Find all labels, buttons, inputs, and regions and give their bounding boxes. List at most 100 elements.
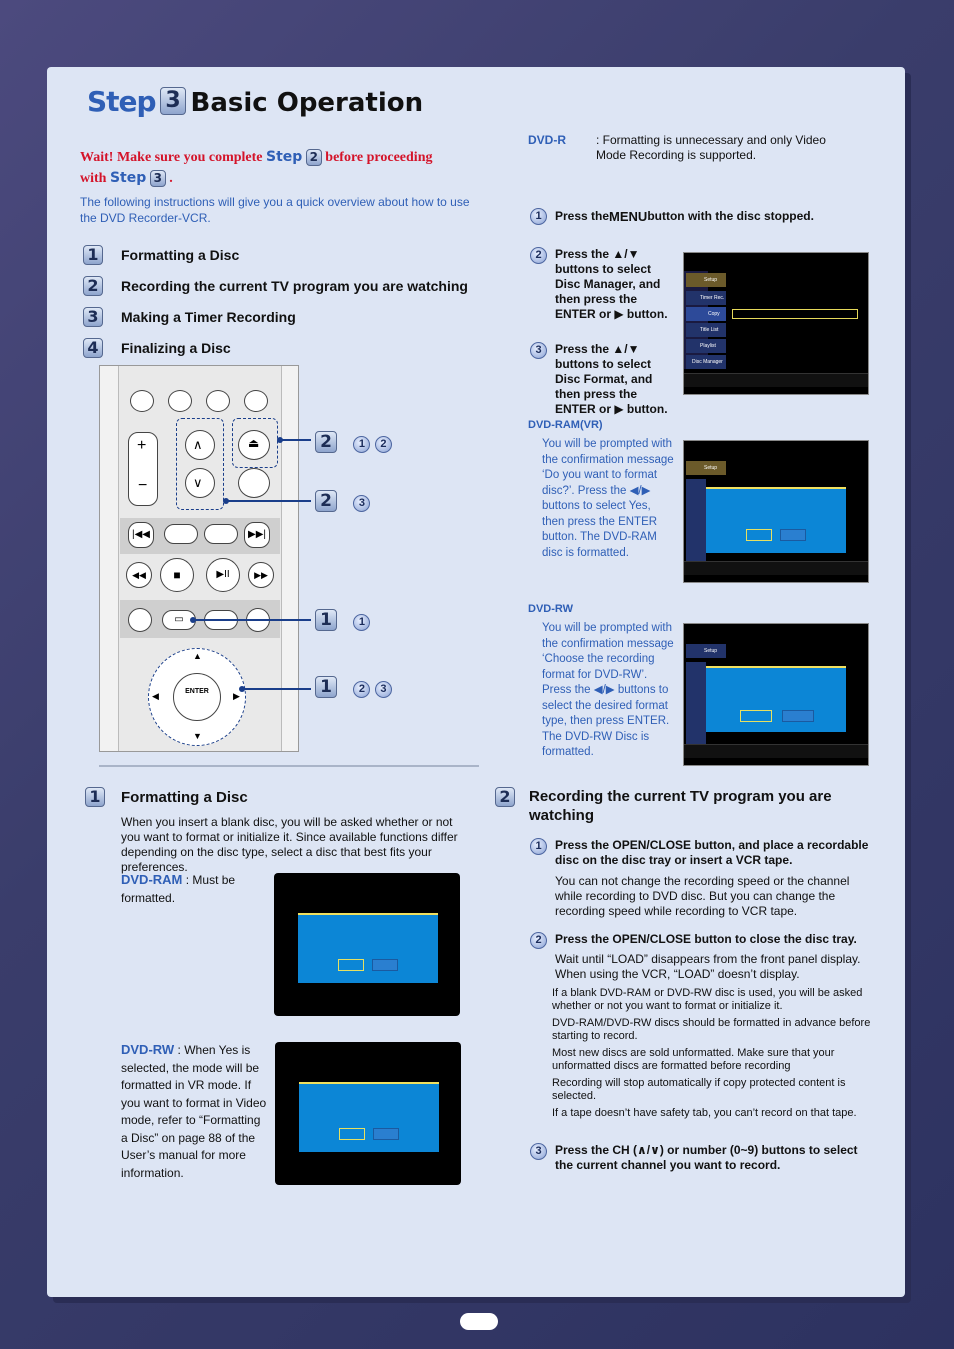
note-item: If a blank DVD-RAM or DVD-RW disc is use… <box>552 987 863 1012</box>
remote-volume-rocker: + − <box>128 432 158 506</box>
osd-sidebar <box>686 479 706 561</box>
step-num-2: 2 <box>530 247 547 264</box>
callout-group: 1 1 <box>315 609 371 631</box>
open-close-highlight <box>232 418 278 468</box>
osd-confirm-dialog <box>706 487 846 553</box>
remote-button <box>244 390 268 412</box>
remote-button <box>238 468 270 498</box>
no-button <box>372 959 398 971</box>
osd-menu-item: Copy <box>686 307 726 321</box>
osd-setup-label: Setup <box>686 461 726 475</box>
note-item: Recording will stop automatically if cop… <box>552 1077 846 1102</box>
osd-menu-item: Playlist <box>686 339 726 353</box>
dvdrw-right-tag: DVD-RW <box>528 603 574 615</box>
section1-title: Formatting a Disc <box>121 788 248 806</box>
callout-dot <box>223 498 229 504</box>
dvdrw-tag: DVD-RW <box>121 1042 175 1057</box>
callout-line <box>194 619 311 621</box>
rewind-icon: ◀◀ <box>126 562 152 588</box>
right-step-1: 1 Press the MENU button with the disc st… <box>530 208 860 225</box>
osd-disc-manager: Setup Timer Rec. Copy Title List Playlis… <box>683 252 869 395</box>
callout-dot <box>190 617 196 623</box>
dvdram-tag: DVD-RAM <box>121 872 183 887</box>
step-num-1: 1 <box>530 838 547 855</box>
osd-setup-label: Setup <box>686 273 726 287</box>
callout-small-num: 3 <box>374 681 392 698</box>
dvdr-text: : Formatting is unnecessary and only Vid… <box>596 133 826 162</box>
sec2-step-3: 3 Press the CH (∧/∨) or number (0~9) but… <box>530 1143 860 1173</box>
intro-text: The following instructions will give you… <box>80 195 470 225</box>
remote-button <box>206 390 230 412</box>
arrow-down-icon: ▼ <box>193 731 202 741</box>
callout-dot <box>239 686 245 692</box>
vr-mode-button <box>740 710 772 722</box>
topic-item: 4 Finalizing a Disc <box>83 332 483 363</box>
callout-small-num: 1 <box>353 436 371 453</box>
step-number: 3 <box>160 87 187 115</box>
callout-big-num: 1 <box>315 609 337 631</box>
ch-down-button: ∨ <box>185 468 215 498</box>
fast-forward-icon: ▶▶ <box>248 562 274 588</box>
note-item: DVD-RAM/DVD-RW discs should be formatted… <box>552 1017 871 1042</box>
video-mode-button <box>782 710 814 722</box>
topic-label: Making a Timer Recording <box>121 308 296 325</box>
wait-step-word: Step <box>266 149 303 165</box>
page-title: Basic Operation <box>190 88 424 118</box>
wait-text-2: before proceeding <box>325 150 433 165</box>
dvdr-note: DVD-R : Formatting is unnecessary and on… <box>528 133 858 163</box>
page-panel: Step 3 Basic Operation Wait! Make sure y… <box>47 67 905 1330</box>
note-item: Most new discs are sold unformatted. Mak… <box>552 1047 835 1072</box>
step-num-3: 3 <box>530 342 547 359</box>
right-step-3: 3 Press the ▲/▼ buttons to select Disc F… <box>530 342 670 417</box>
arrow-up-icon: ▲ <box>193 651 202 661</box>
topic-item: 3 Making a Timer Recording <box>83 301 483 332</box>
wait-step-word-2: Step <box>109 170 147 186</box>
step1-text-a: Press the <box>555 209 610 223</box>
arrow-right-icon: ▶ <box>233 691 240 701</box>
topic-item: 2 Recording the current TV program you a… <box>83 270 483 301</box>
callout-small-num: 3 <box>353 495 371 512</box>
callout-dot <box>277 437 283 443</box>
section1-num: 1 <box>85 787 105 807</box>
callout-small-num: 2 <box>353 681 371 698</box>
wait-text-3: with <box>80 171 107 186</box>
step-num-3: 3 <box>530 1143 547 1160</box>
osd-footer <box>684 561 868 575</box>
plus-icon: + <box>137 437 147 454</box>
topic-num: 3 <box>83 306 103 327</box>
callout-big-num: 2 <box>315 431 337 453</box>
topic-num: 4 <box>83 337 103 358</box>
callout-small-num: 1 <box>353 614 371 631</box>
skip-forward-icon: ▶▶| <box>244 522 270 548</box>
callout-small-num: 2 <box>374 436 392 453</box>
osd-format-ram: Setup <box>683 440 869 583</box>
step2-text: Press the ▲/▼ buttons to select Disc Man… <box>555 247 668 321</box>
wait-step-num: 2 <box>305 149 322 166</box>
topic-list: 1 Formatting a Disc 2 Recording the curr… <box>83 239 483 363</box>
yes-button <box>338 959 364 971</box>
callout-line <box>227 500 311 502</box>
dvdrw-screen <box>275 1042 461 1185</box>
format-dialog <box>299 1082 439 1152</box>
callout-big-num: 2 <box>315 490 337 512</box>
topic-label: Recording the current TV program you are… <box>121 277 468 294</box>
skip-back-icon: |◀◀ <box>128 522 154 548</box>
section1-header: 1 Formatting a Disc <box>85 787 248 807</box>
sec2-step1-note: You can not change the recording speed o… <box>555 874 850 918</box>
page-header: Step 3 Basic Operation <box>87 85 423 118</box>
topic-label: Finalizing a Disc <box>121 339 231 356</box>
eject-icon: ⏏ <box>248 436 260 450</box>
osd-selected-row <box>732 309 858 319</box>
play-pause-icon: ▶II <box>206 558 240 592</box>
dvdramvr-tag: DVD-RAM(VR) <box>528 419 603 431</box>
step-word: Step <box>87 85 157 118</box>
callout-group: 1 2 3 <box>315 676 392 698</box>
wait-notice: Wait! Make sure you complete Step 2 befo… <box>80 147 480 189</box>
step1-menu: MENU <box>609 209 648 224</box>
osd-footer <box>684 373 868 387</box>
wait-period: . <box>169 171 173 186</box>
dvdrw-right-text: You will be prompted with the confirmati… <box>542 622 674 758</box>
callout-group: 2 3 <box>315 490 371 512</box>
remote-button <box>130 390 154 412</box>
chevron-up-icon: ∧ <box>193 437 203 452</box>
